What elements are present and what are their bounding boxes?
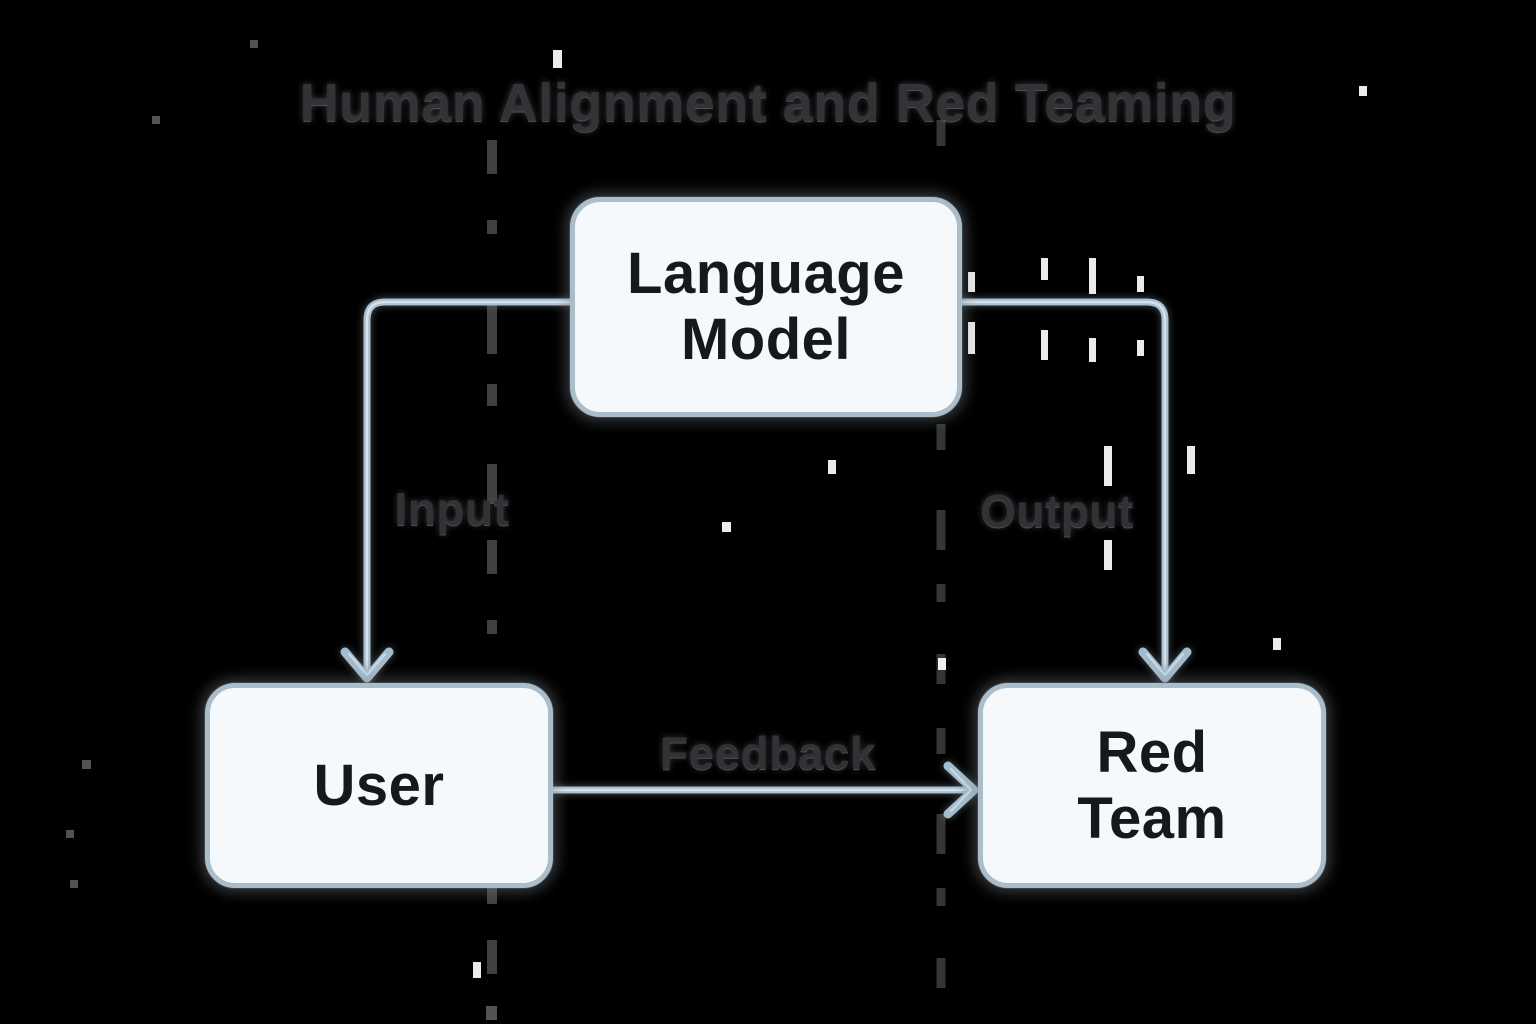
output-arrow — [958, 298, 1192, 683]
node-user: User — [205, 683, 553, 888]
node-label-line: Team — [1077, 785, 1227, 851]
diagram-title: Human Alignment and Red Teaming — [299, 73, 1237, 133]
node-label-line: User — [313, 752, 445, 818]
node-label-line: Language — [627, 241, 905, 306]
node-red-team-label: Red Team — [1077, 720, 1226, 852]
input-arrow — [340, 298, 574, 683]
node-label-line: Model — [680, 307, 852, 372]
node-user-label: User — [314, 753, 445, 819]
node-language-model-label: Language Model — [627, 241, 905, 373]
feedback-arrow — [549, 761, 979, 819]
edge-label-output: Output — [980, 485, 1134, 537]
edge-label-feedback: Feedback — [659, 727, 877, 779]
node-language-model: Language Model — [570, 197, 962, 417]
node-red-team: Red Team — [978, 683, 1326, 888]
node-label-line: Red — [1096, 719, 1208, 785]
edge-label-input: Input — [394, 483, 510, 535]
